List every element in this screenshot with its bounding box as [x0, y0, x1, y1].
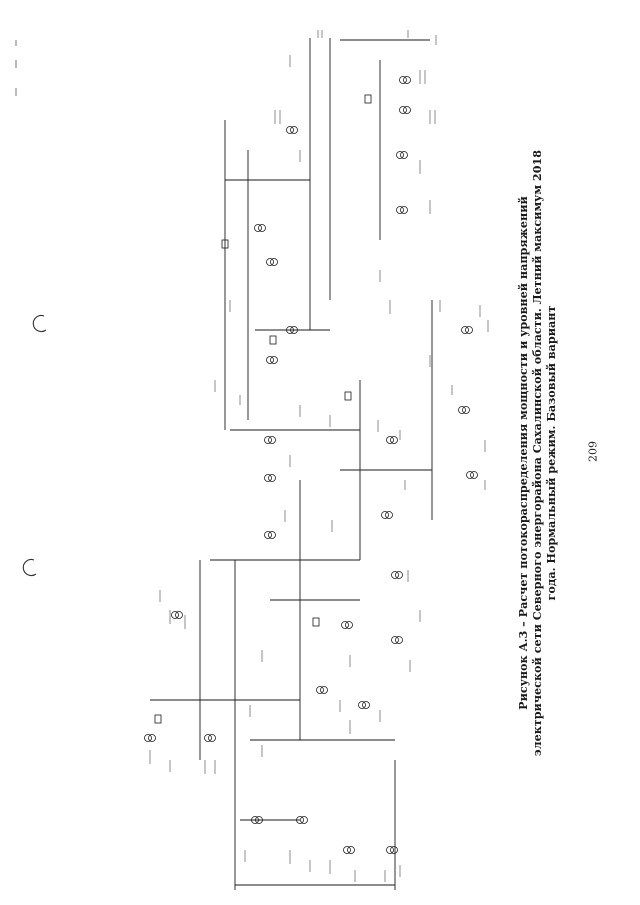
diagram-label-marks [149, 30, 489, 882]
caption-line-2: электрической сети Северного энергорайон… [530, 149, 544, 757]
binder-hole-mark [32, 314, 47, 333]
busbar-lines [150, 38, 433, 890]
binder-hole-mark [22, 558, 37, 577]
figure-caption: Рисунок А.3 – Расчет потокораспределения… [516, 133, 558, 773]
caption-line-3: года. Нормальный режим. Базовый вариант [544, 305, 558, 601]
transformer-symbols [144, 76, 478, 854]
switch-symbols [154, 94, 372, 724]
caption-line-1: Рисунок А.3 – Расчет потокораспределения… [516, 196, 530, 710]
page-number: 209 [586, 441, 600, 462]
